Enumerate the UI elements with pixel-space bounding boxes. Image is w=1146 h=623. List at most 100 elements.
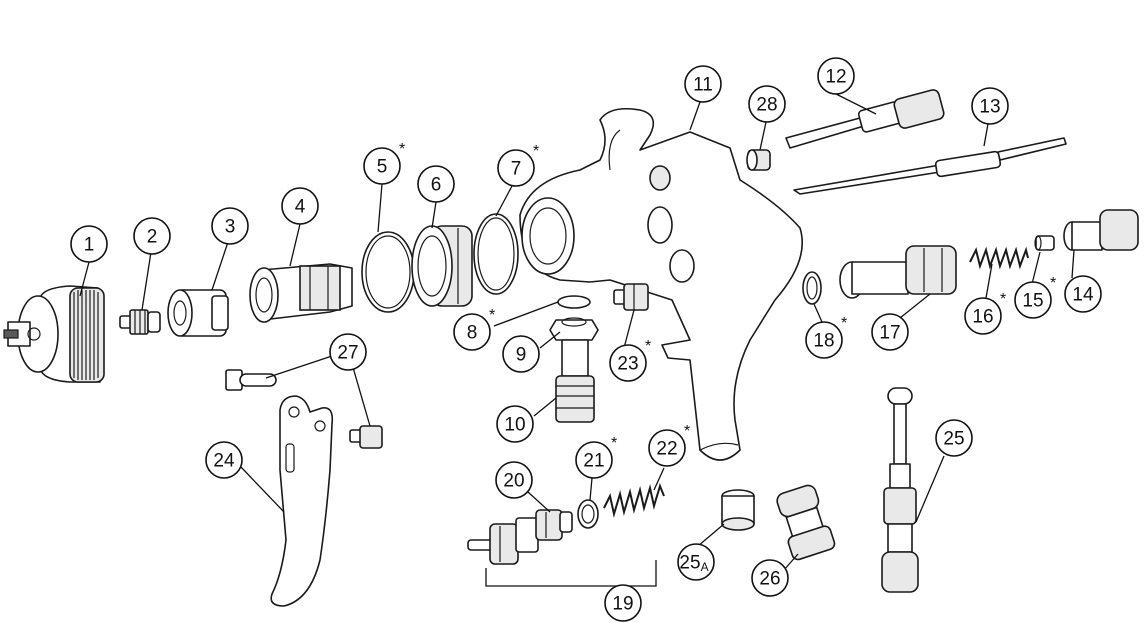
callout-17: 17 <box>871 313 909 351</box>
part-collar <box>411 225 473 307</box>
callout-number: 17 <box>879 323 900 344</box>
callout-21: 21 * <box>575 435 617 479</box>
callout-14: 14 <box>1064 275 1102 313</box>
callout-number: 9 <box>516 345 527 366</box>
callout-20: 20 <box>495 461 533 499</box>
part-air-cap <box>3 285 105 383</box>
callout-circle <box>748 85 786 123</box>
callout-circle <box>817 57 855 95</box>
callout-number: 14 <box>1072 285 1094 306</box>
callout-circle <box>604 584 642 622</box>
callout-number: 16 <box>972 307 993 328</box>
callout-number: 19 <box>612 594 633 615</box>
callout-circle <box>677 543 715 581</box>
part-plug <box>746 149 771 171</box>
callout-number: 18 <box>813 331 834 352</box>
part-seal-medium <box>473 213 519 295</box>
callout-circle <box>495 461 533 499</box>
callout-number: 25 <box>943 429 964 450</box>
callout-7: 7* <box>497 143 539 187</box>
callout-number: 13 <box>979 97 1000 118</box>
callout-circle <box>211 207 249 245</box>
callout-star: * <box>489 307 495 324</box>
part-nut <box>549 317 599 341</box>
callout-6: 6 <box>417 165 455 203</box>
callout-10: 10 <box>496 405 534 443</box>
callout-12: 12 <box>817 57 855 95</box>
callout-number: 2 <box>147 227 158 248</box>
part-air-inlet <box>776 484 836 561</box>
callout-16: 16* <box>964 291 1006 335</box>
callout-25: 25 <box>935 419 973 457</box>
callout-number: 20 <box>503 471 524 492</box>
callout-2: 2 <box>133 217 171 255</box>
part-valve-oring <box>577 499 599 529</box>
leader-lines <box>79 93 1075 571</box>
callout-23: 23 * <box>609 338 651 382</box>
callout-star: * <box>611 435 617 452</box>
callout-13: 13 <box>971 87 1009 125</box>
part-air-valve-assembly <box>467 509 573 565</box>
callout-1: 1 <box>70 225 108 263</box>
callout-star: * <box>841 315 847 332</box>
callout-number: 7 <box>511 159 522 180</box>
callout-3: 3 <box>211 207 249 245</box>
callout-9: 9 <box>502 335 540 373</box>
part-needle-spring <box>969 246 1029 270</box>
part-spring-cap <box>1034 235 1055 251</box>
callout-15: 15 * <box>1014 275 1056 319</box>
callout-number: 6 <box>431 175 442 196</box>
callout-circle <box>805 321 843 359</box>
callout-number: 26 <box>759 569 780 590</box>
callout-25a: 25A <box>677 543 715 581</box>
part-screw-short <box>349 425 383 449</box>
callout-circle <box>329 333 367 371</box>
callout-circle <box>1064 275 1102 313</box>
callout-star: * <box>1050 275 1056 292</box>
callout-11: 11 <box>684 65 722 103</box>
part-retaining-ring <box>249 263 353 323</box>
callout-number: 10 <box>504 415 525 436</box>
part-baffle <box>167 289 229 337</box>
callout-number: 11 <box>693 75 713 96</box>
callout-number: 4 <box>295 197 306 218</box>
part-gun-body <box>519 107 803 461</box>
part-seal-large <box>361 231 415 313</box>
callout-circle <box>417 165 455 203</box>
part-adjustment-valve <box>785 89 945 149</box>
callout-number: 22 <box>656 439 677 460</box>
callout-number: 23 <box>617 354 638 375</box>
part-fluid-tip <box>119 309 161 335</box>
callout-circle <box>502 335 540 373</box>
part-screw-long <box>225 369 277 391</box>
callout-circle <box>964 297 1002 335</box>
callout-number: 1 <box>84 235 95 256</box>
callout-number: 5 <box>377 157 388 178</box>
callout-circle <box>684 65 722 103</box>
part-trigger <box>270 395 334 607</box>
callout-28: 28 <box>748 85 786 123</box>
part-fitting <box>613 283 649 311</box>
callout-circle <box>205 441 243 479</box>
callout-circle <box>648 429 686 467</box>
callout-circle <box>1014 281 1052 319</box>
callout-number: 21 <box>583 451 604 472</box>
part-needle <box>793 137 1067 195</box>
callout-circle <box>971 87 1009 125</box>
part-seal-small <box>802 271 822 305</box>
callout-star: * <box>399 141 405 158</box>
callout-star: * <box>533 143 539 160</box>
callout-number: 27 <box>337 343 358 364</box>
callout-27: 27 <box>329 333 367 371</box>
callout-circle <box>497 149 535 187</box>
callout-star: * <box>684 423 690 440</box>
callout-circle <box>133 217 171 255</box>
callout-number: 8 <box>467 323 478 344</box>
callout-circle <box>70 225 108 263</box>
callout-circle <box>281 187 319 225</box>
part-washer <box>557 295 591 309</box>
callout-star: * <box>645 338 651 355</box>
callout-number: 15 <box>1022 291 1043 312</box>
part-needle-housing <box>839 245 957 299</box>
